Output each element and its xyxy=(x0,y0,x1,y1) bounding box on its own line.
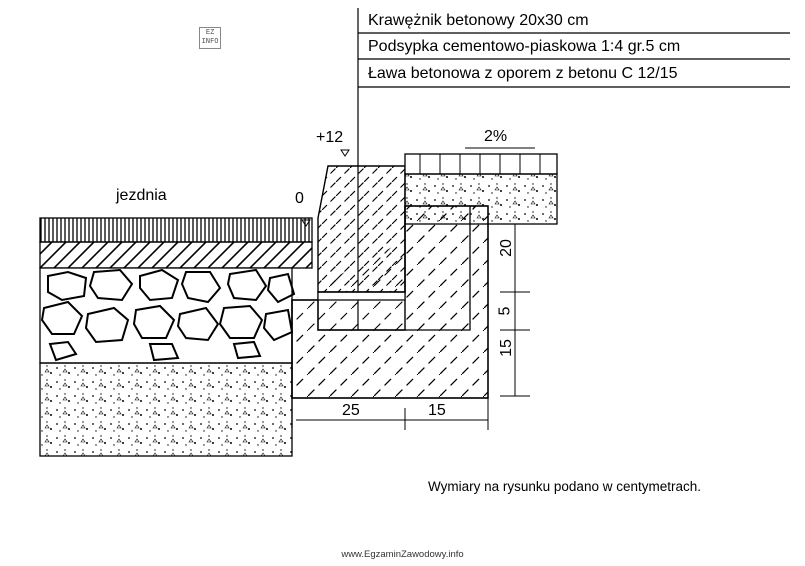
dim-bedding-thickness: 5 xyxy=(496,306,514,316)
level-markers xyxy=(301,149,350,227)
callout-bedding: Podsypka cementowo-piaskowa 1:4 gr.5 cm xyxy=(368,38,681,55)
dim-buttress-height: 20 xyxy=(497,239,515,257)
dim-base-thickness: 15 xyxy=(497,339,515,357)
label-level-zero: 0 xyxy=(295,190,304,207)
label-roadway: jezdnia xyxy=(116,187,167,204)
sidewalk-base xyxy=(404,173,558,225)
curb xyxy=(317,165,406,293)
watermark: www.EgzaminZawodowy.info xyxy=(341,549,464,560)
stones xyxy=(40,268,296,362)
subgrade-layer xyxy=(39,362,293,457)
dim-bench-width: 25 xyxy=(342,402,360,419)
sidewalk xyxy=(404,153,558,225)
label-level-curb: +12 xyxy=(316,129,344,146)
callout-bench: Ława betonowa z oporem z betonu C 12/15 xyxy=(368,65,678,82)
bedding-layer xyxy=(317,291,406,301)
sidewalk-slabs xyxy=(404,153,558,175)
road-layers xyxy=(39,217,313,457)
asphalt-layer xyxy=(39,217,313,243)
dim-buttress-width: 15 xyxy=(428,402,446,419)
stone-base-layer xyxy=(39,267,293,364)
binder-layer xyxy=(39,241,313,269)
callout-curb: Krawężnik betonowy 20x30 cm xyxy=(368,12,589,29)
ez-logo: EZ INFO xyxy=(199,27,221,49)
dimension-lines xyxy=(296,223,530,430)
label-slope: 2% xyxy=(484,128,508,145)
units-note: Wymiary na rysunku podano w centymetrach… xyxy=(428,479,701,494)
